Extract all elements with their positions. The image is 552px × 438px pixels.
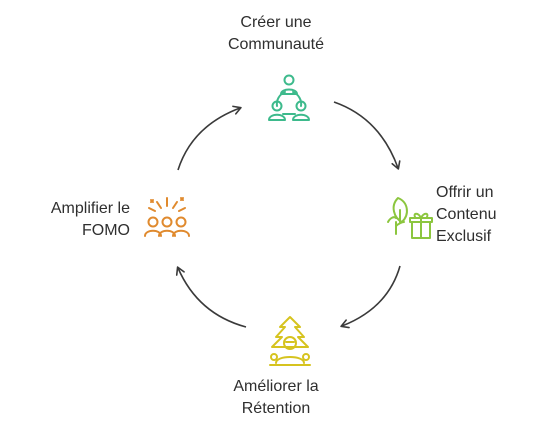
step-label-retention-line1: Améliorer la	[233, 378, 319, 395]
celebration-crowd-icon	[139, 192, 195, 248]
step-label-content-line3: Exclusif	[436, 228, 492, 245]
step-label-community-line1: Créer une	[240, 14, 312, 31]
plant-gift-icon	[380, 192, 436, 248]
arrow-community-to-content	[333, 101, 401, 170]
step-label-community-line2: Communauté	[227, 36, 325, 53]
step-label-content: Offrir un Contenu Exclusif	[436, 182, 546, 248]
growth-tree-icon	[262, 313, 318, 369]
community-icon	[261, 70, 317, 126]
step-label-retention: Améliorer la Rétention	[211, 376, 341, 420]
arrow-retention-to-fomo	[175, 266, 247, 328]
arrow-fomo-to-community	[177, 105, 242, 171]
step-label-community: Créer une Communauté	[206, 12, 346, 56]
step-label-fomo: Amplifier le FOMO	[10, 198, 130, 242]
step-label-fomo-line2: FOMO	[82, 222, 130, 239]
step-label-content-line1: Offrir un	[436, 184, 494, 201]
step-label-fomo-line1: Amplifier le	[50, 200, 130, 217]
step-label-content-line2: Contenu	[436, 206, 497, 223]
arrow-content-to-retention	[340, 265, 401, 329]
step-label-retention-line2: Rétention	[241, 400, 311, 417]
